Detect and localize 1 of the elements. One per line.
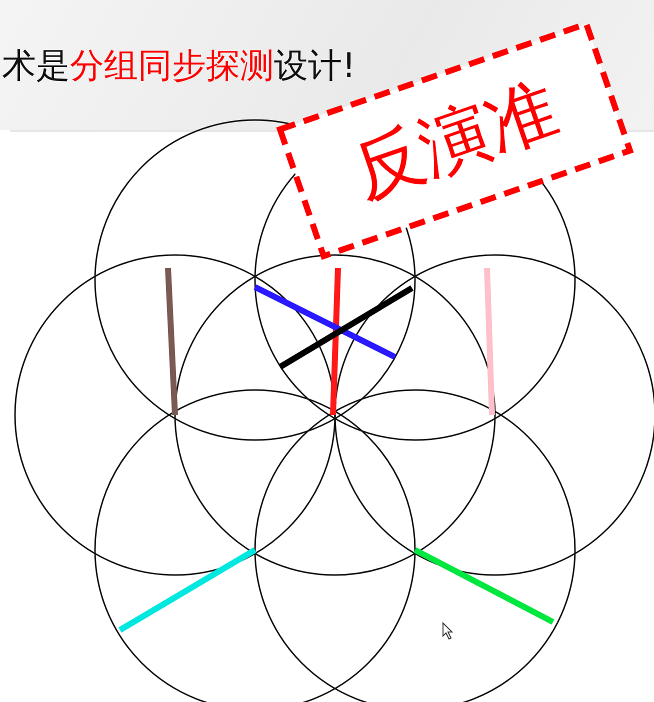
title-text: 术是分组同步探测设计! [2,45,356,88]
